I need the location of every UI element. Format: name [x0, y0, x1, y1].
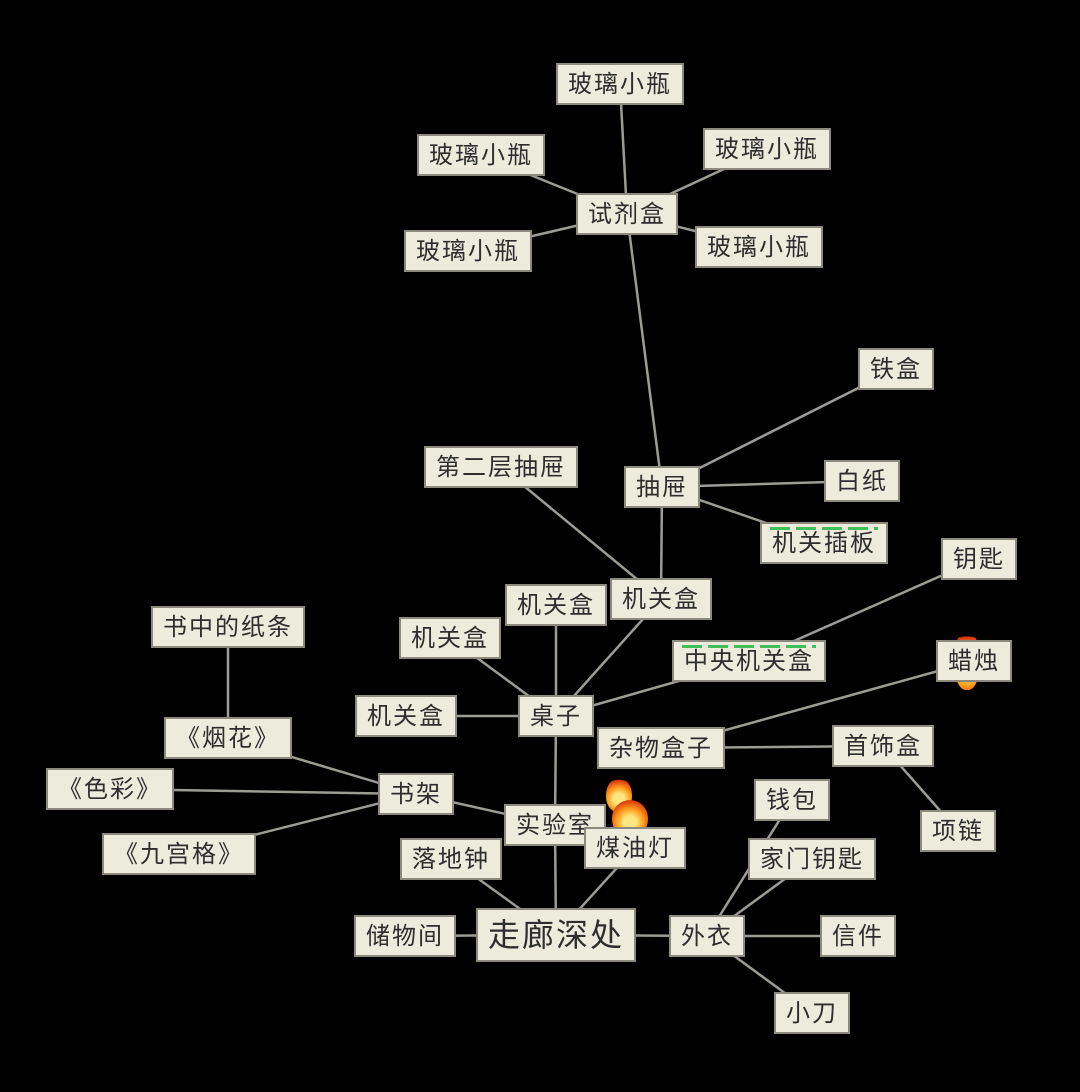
node-vial-left-1[interactable]: 玻璃小瓶: [417, 134, 545, 176]
edge-drawer-iron_box: [661, 367, 897, 489]
node-sundries-box[interactable]: 杂物盒子: [597, 727, 725, 769]
node-jewelry-box[interactable]: 首饰盒: [832, 725, 934, 767]
node-floor-clock[interactable]: 落地钟: [400, 838, 502, 880]
node-colors[interactable]: 《色彩》: [46, 768, 174, 810]
node-vial-left-2[interactable]: 玻璃小瓶: [404, 230, 532, 272]
node-white-paper[interactable]: 白纸: [824, 460, 900, 502]
node-note-in-book[interactable]: 书中的纸条: [151, 606, 305, 648]
node-letter[interactable]: 信件: [820, 915, 896, 957]
node-mech-plate-label: 机关插板: [772, 529, 876, 557]
node-mech-box-far[interactable]: 机关盒: [355, 695, 457, 737]
node-mech-plate[interactable]: 机关插板: [760, 522, 888, 564]
node-nine-palace[interactable]: 《九宫格》: [102, 833, 256, 875]
node-central-mech-box-label: 中央机关盒: [684, 647, 814, 675]
node-vial-right-2[interactable]: 玻璃小瓶: [695, 226, 823, 268]
node-storeroom[interactable]: 储物间: [354, 915, 456, 957]
node-central-mech-box[interactable]: 中央机关盒: [672, 640, 826, 682]
node-corridor[interactable]: 走廊深处: [476, 908, 637, 962]
node-iron-box[interactable]: 铁盒: [858, 348, 934, 390]
node-mech-box-left[interactable]: 机关盒: [399, 617, 501, 659]
node-bookshelf[interactable]: 书架: [378, 773, 454, 815]
node-key[interactable]: 钥匙: [941, 538, 1017, 580]
node-mech-box-upper[interactable]: 机关盒: [610, 578, 712, 620]
node-house-key[interactable]: 家门钥匙: [748, 838, 876, 880]
node-mech-box-mid[interactable]: 机关盒: [505, 584, 607, 626]
node-vial-top[interactable]: 玻璃小瓶: [556, 63, 684, 105]
edge-reagent_box-drawer: [625, 213, 664, 488]
node-vial-right-1[interactable]: 玻璃小瓶: [703, 128, 831, 170]
node-drawer[interactable]: 抽屉: [624, 466, 700, 508]
node-coat[interactable]: 外衣: [669, 915, 745, 957]
node-kerosene-lamp[interactable]: 煤油灯: [584, 827, 686, 869]
node-wallet[interactable]: 钱包: [754, 779, 830, 821]
node-reagent-box[interactable]: 试剂盒: [576, 193, 678, 235]
progress-bar: [682, 645, 816, 648]
edge-vial_top-reagent_box: [618, 83, 629, 215]
node-necklace[interactable]: 项链: [920, 810, 996, 852]
node-table[interactable]: 桌子: [518, 695, 594, 737]
node-knife[interactable]: 小刀: [774, 992, 850, 1034]
node-second-drawer[interactable]: 第二层抽屉: [424, 446, 578, 488]
edge-second_drawer-mech_box_upper: [500, 466, 662, 600]
node-candle[interactable]: 蜡烛: [936, 640, 1012, 682]
progress-bar: [770, 527, 878, 530]
node-fireworks[interactable]: 《烟花》: [164, 717, 292, 759]
